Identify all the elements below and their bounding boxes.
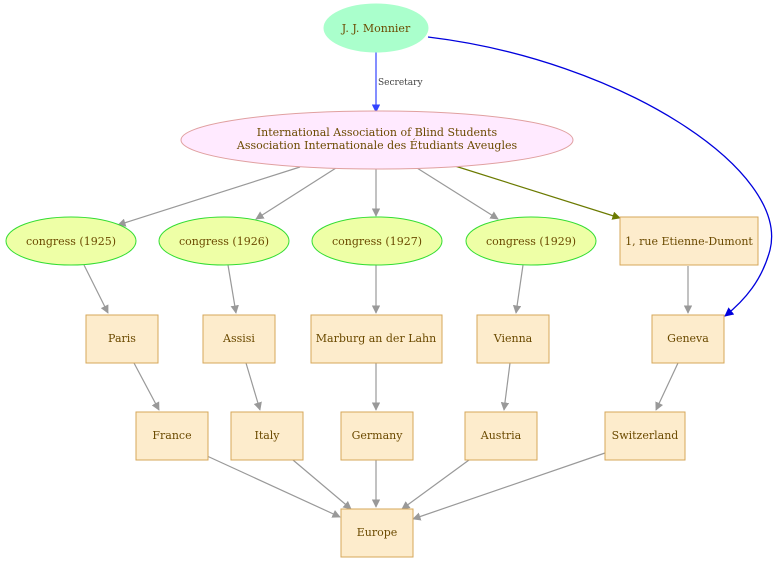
node-austria-label: Austria	[480, 429, 522, 442]
edge-association-to-congress-1925	[117, 166, 301, 227]
edge-association-to-congress-1929	[416, 167, 499, 220]
node-vienna-label: Vienna	[493, 332, 533, 345]
node-italy[interactable]: Italy	[230, 411, 304, 461]
node-paris-label: Paris	[108, 332, 136, 345]
node-germany[interactable]: Germany	[340, 411, 414, 461]
node-assisi[interactable]: Assisi	[202, 314, 276, 364]
node-geneva[interactable]: Geneva	[651, 314, 725, 364]
node-europe-label: Europe	[357, 526, 398, 539]
edge-congress-1926-to-assisi	[227, 264, 239, 314]
edge-congress-1929-to-vienna	[512, 264, 524, 314]
edge-label-secretary: Secretary	[378, 78, 423, 88]
node-assisi-label: Assisi	[222, 332, 255, 345]
node-marburg-label: Marburg an der Lahn	[316, 332, 436, 345]
node-congress-1925[interactable]: congress (1925)	[5, 216, 137, 266]
node-monnier[interactable]: J. J. Monnier	[323, 3, 429, 53]
node-congress-1929[interactable]: congress (1929)	[465, 216, 597, 266]
edge-italy-to-europe	[292, 459, 352, 510]
node-switzerland[interactable]: Switzerland	[604, 411, 686, 461]
node-paris[interactable]: Paris	[85, 314, 159, 364]
node-address[interactable]: 1, rue Etienne-Dumont	[619, 216, 759, 266]
edge-austria-to-europe	[401, 459, 470, 510]
edge-switzerland-to-europe	[412, 452, 606, 521]
node-association[interactable]: International Association of Blind Stude…	[180, 110, 574, 170]
edge-association-to-congress-1926	[255, 167, 337, 220]
node-monnier-label: J. J. Monnier	[341, 22, 411, 35]
node-congress-1926[interactable]: congress (1926)	[158, 216, 290, 266]
node-vienna[interactable]: Vienna	[476, 314, 550, 364]
edge-monnier-to-geneva	[427, 36, 773, 317]
edge-assisi-to-italy	[245, 362, 262, 411]
node-germany-label: Germany	[352, 429, 404, 442]
edge-france-to-europe	[206, 455, 341, 518]
node-congress-1927-label: congress (1927)	[332, 235, 422, 248]
node-congress-1926-label: congress (1926)	[179, 235, 269, 248]
node-france[interactable]: France	[135, 411, 209, 461]
node-congress-1927[interactable]: congress (1927)	[311, 216, 443, 266]
node-europe[interactable]: Europe	[340, 508, 414, 558]
node-marburg[interactable]: Marburg an der Lahn	[310, 314, 443, 364]
node-france-label: France	[152, 429, 191, 442]
edge-congress-1925-to-paris	[83, 264, 109, 314]
node-congress-1925-label: congress (1925)	[26, 235, 116, 248]
edge-paris-to-france	[133, 362, 160, 411]
node-switzerland-label: Switzerland	[612, 429, 679, 442]
node-association-label-fr: Association Internationale des Étudiants…	[236, 138, 518, 152]
node-austria[interactable]: Austria	[464, 411, 538, 461]
node-italy-label: Italy	[254, 429, 280, 442]
node-association-label-en: International Association of Blind Stude…	[257, 126, 498, 139]
edges: Secretary	[83, 36, 773, 521]
edge-association-to-address	[454, 165, 621, 220]
edge-vienna-to-austria	[500, 362, 511, 411]
node-geneva-label: Geneva	[667, 332, 709, 345]
node-congress-1929-label: congress (1929)	[486, 235, 576, 248]
node-address-label: 1, rue Etienne-Dumont	[625, 235, 753, 248]
edge-geneva-to-switzerland	[655, 362, 679, 411]
